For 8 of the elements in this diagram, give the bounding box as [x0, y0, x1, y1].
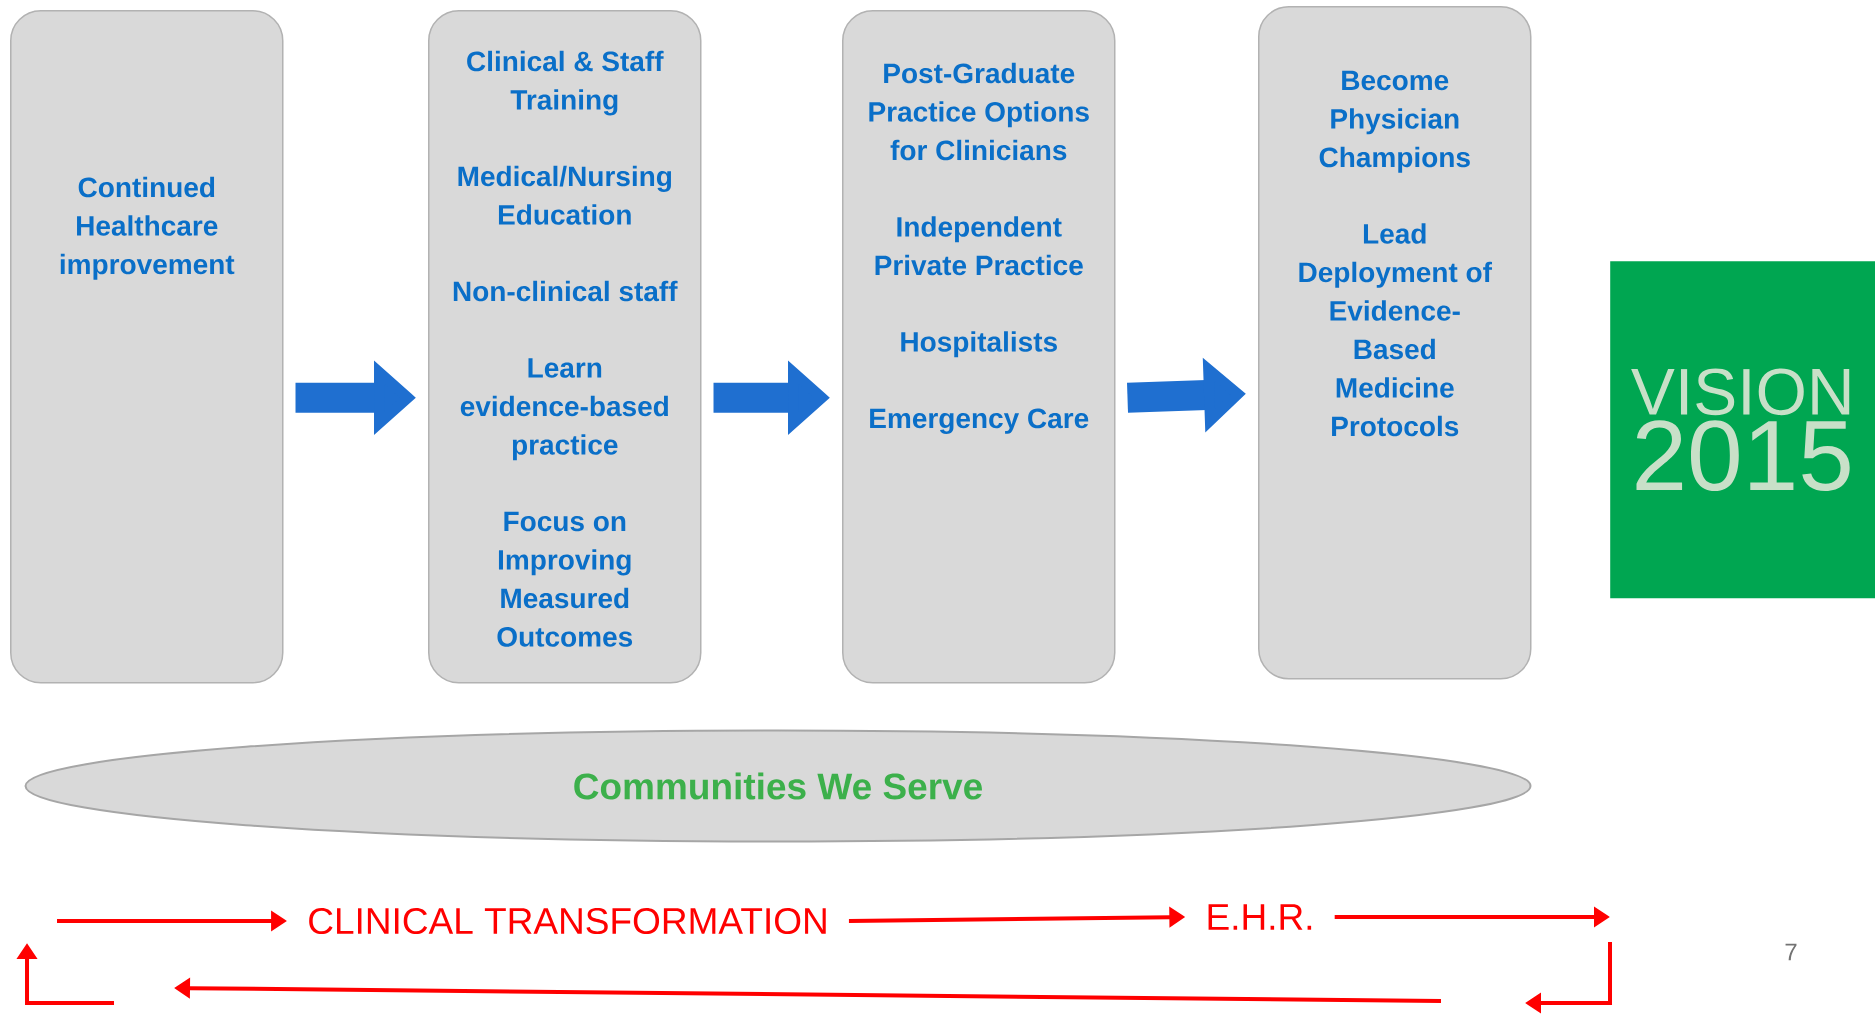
page-number: 7 — [1785, 943, 1797, 961]
process-box: Become Physician Champions Lead Deployment of Evidence-Based Medicine Protocols — [1258, 6, 1532, 680]
stage-label: CLINICAL TRANSFORMATION — [309, 907, 826, 935]
process-box: Post-Graduate Practice Options for Clinicians Independent Private Practice Hospitalists Emergency Care — [842, 10, 1116, 684]
stage-label: E.H.R. — [1208, 904, 1312, 930]
process-box: Clinical & Staff Training Medical/Nursing Education Non-clinical staff Learn evidence-based practice Focus on Improving Measured Outcomes — [428, 10, 702, 684]
process-box: Continued Healthcare improvement — [10, 10, 284, 684]
title-panel: VISION 2015 — [1610, 261, 1875, 599]
